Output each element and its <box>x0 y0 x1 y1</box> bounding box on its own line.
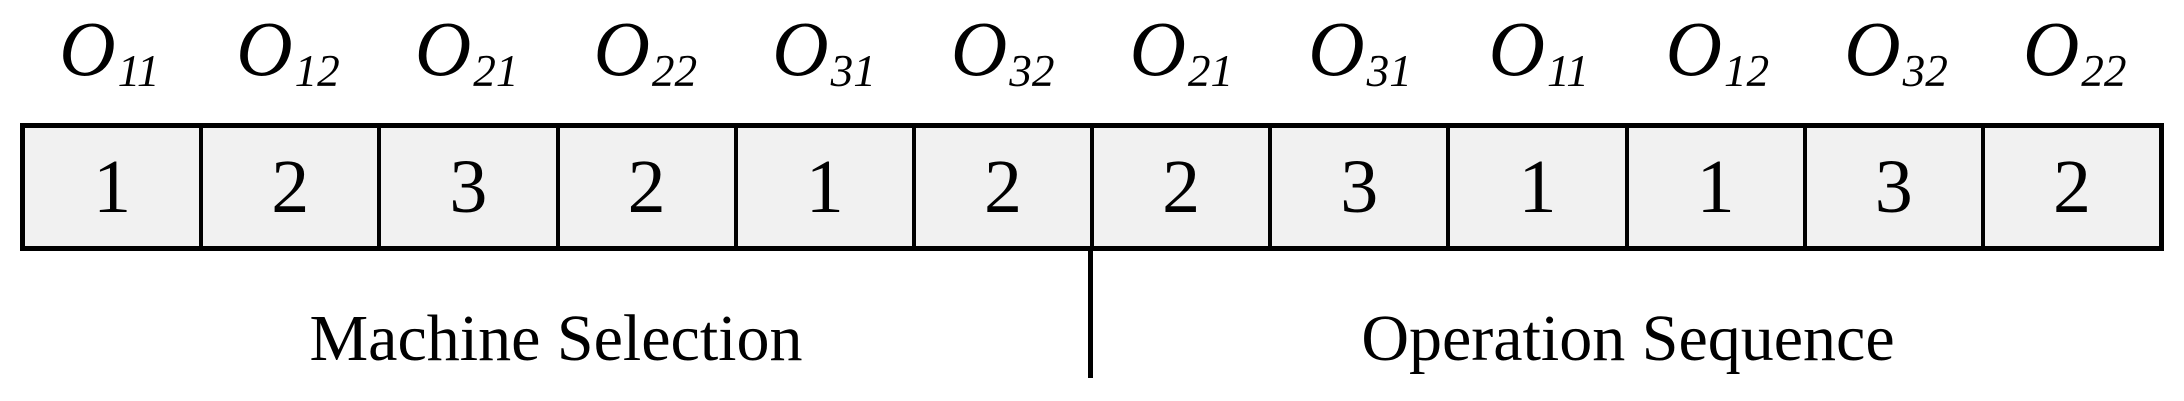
operation-subscript: 11 <box>1546 45 1589 96</box>
chromosome-cell-row: 1 2 3 2 1 2 2 3 1 1 3 2 <box>20 123 2164 251</box>
operation-sequence-label: Operation Sequence <box>1361 302 1895 375</box>
operation-symbol: O <box>414 5 472 92</box>
operation-subscript: 32 <box>1009 45 1055 96</box>
operation-symbol: O <box>772 5 829 92</box>
operation-symbol: O <box>1488 5 1545 92</box>
operation-label-11: O32 <box>1807 10 1986 110</box>
operation-symbol: O <box>2022 5 2080 92</box>
operation-symbol: O <box>1308 5 1365 92</box>
operation-subscript: 31 <box>1366 45 1412 96</box>
operation-label-4: O22 <box>556 10 735 110</box>
operation-label-6: O32 <box>913 10 1092 110</box>
operation-symbol: O <box>593 5 650 92</box>
gene-cell-7: 2 <box>1094 128 1273 246</box>
operation-subscript: 22 <box>2081 45 2127 96</box>
operation-label-3: O21 <box>377 10 556 110</box>
operation-label-8: O31 <box>1271 10 1450 110</box>
operation-label-1: O11 <box>20 10 199 110</box>
operation-subscript: 32 <box>1902 45 1948 96</box>
gene-cell-9: 1 <box>1450 128 1629 246</box>
gene-cell-3: 3 <box>381 128 560 246</box>
gene-cell-5: 1 <box>737 128 916 246</box>
gene-cell-2: 2 <box>203 128 382 246</box>
operation-subscript: 22 <box>651 45 698 96</box>
operation-subscript: 12 <box>294 45 340 96</box>
gene-cell-6: 2 <box>915 128 1095 246</box>
operation-subscript: 12 <box>1723 45 1770 96</box>
operation-label-5: O31 <box>735 10 914 110</box>
operation-symbol: O <box>1844 5 1901 92</box>
operation-label-9: O11 <box>1449 10 1628 110</box>
operation-subscript: 21 <box>473 45 519 96</box>
section-divider-line <box>1088 246 1093 378</box>
gene-cell-1: 1 <box>25 128 204 246</box>
operation-labels-row: O11 O12 O21 O22 O31 O32 O21 O31 O11 O12 … <box>20 10 2164 110</box>
operation-symbol: O <box>1129 5 1186 92</box>
operation-subscript: 31 <box>830 45 876 96</box>
gene-cell-12: 2 <box>1984 128 2160 246</box>
operation-symbol: O <box>59 5 116 92</box>
operation-label-7: O21 <box>1092 10 1271 110</box>
operation-symbol: O <box>236 5 293 92</box>
gene-cell-10: 1 <box>1628 128 1807 246</box>
machine-selection-label: Machine Selection <box>309 302 803 375</box>
operation-subscript: 11 <box>117 45 160 96</box>
operation-label-10: O12 <box>1628 10 1807 110</box>
operation-label-2: O12 <box>199 10 378 110</box>
gene-cell-4: 2 <box>559 128 738 246</box>
gene-cell-8: 3 <box>1272 128 1451 246</box>
operation-subscript: 21 <box>1187 45 1234 96</box>
operation-symbol: O <box>950 5 1008 92</box>
operation-label-12: O22 <box>1985 10 2164 110</box>
gene-cell-11: 3 <box>1806 128 1985 246</box>
operation-symbol: O <box>1665 5 1722 92</box>
